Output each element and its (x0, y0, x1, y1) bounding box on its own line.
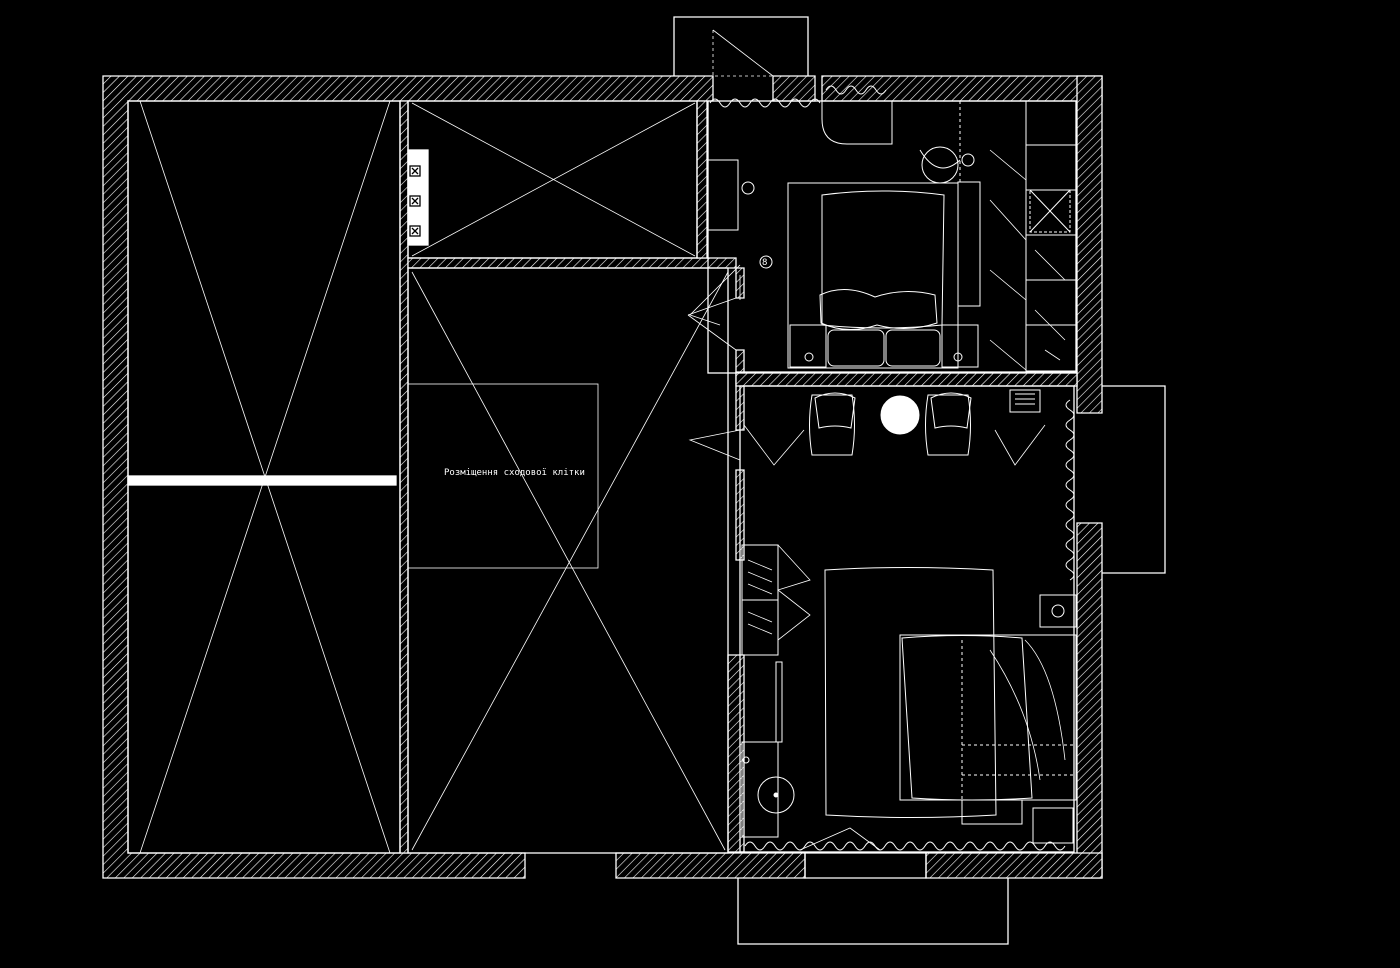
nightstand (1032, 807, 1074, 844)
coffee-table (880, 395, 920, 435)
stair-label: Розміщення сходової клітки (444, 468, 585, 478)
nightstand (941, 324, 979, 368)
lower-bed (824, 567, 997, 818)
storage-room (407, 100, 698, 259)
room-marker: 8 (762, 258, 767, 268)
nightstand (1039, 594, 1077, 628)
stair-room: Розміщення сходової клітки (407, 267, 729, 854)
wardrobe (1025, 100, 1077, 372)
curtains (709, 85, 1075, 851)
upper-bed (787, 182, 959, 369)
open-void-left (127, 100, 401, 854)
shower (1029, 189, 1071, 233)
nightstand (789, 324, 827, 368)
lower-bedroom (688, 389, 1077, 851)
top-bay (673, 16, 1166, 945)
exterior-walls (102, 75, 1103, 879)
ventilation-block (407, 149, 429, 246)
vanity (707, 159, 739, 231)
stair-outline (407, 383, 599, 569)
upper-bedroom: 8 (687, 100, 1077, 372)
